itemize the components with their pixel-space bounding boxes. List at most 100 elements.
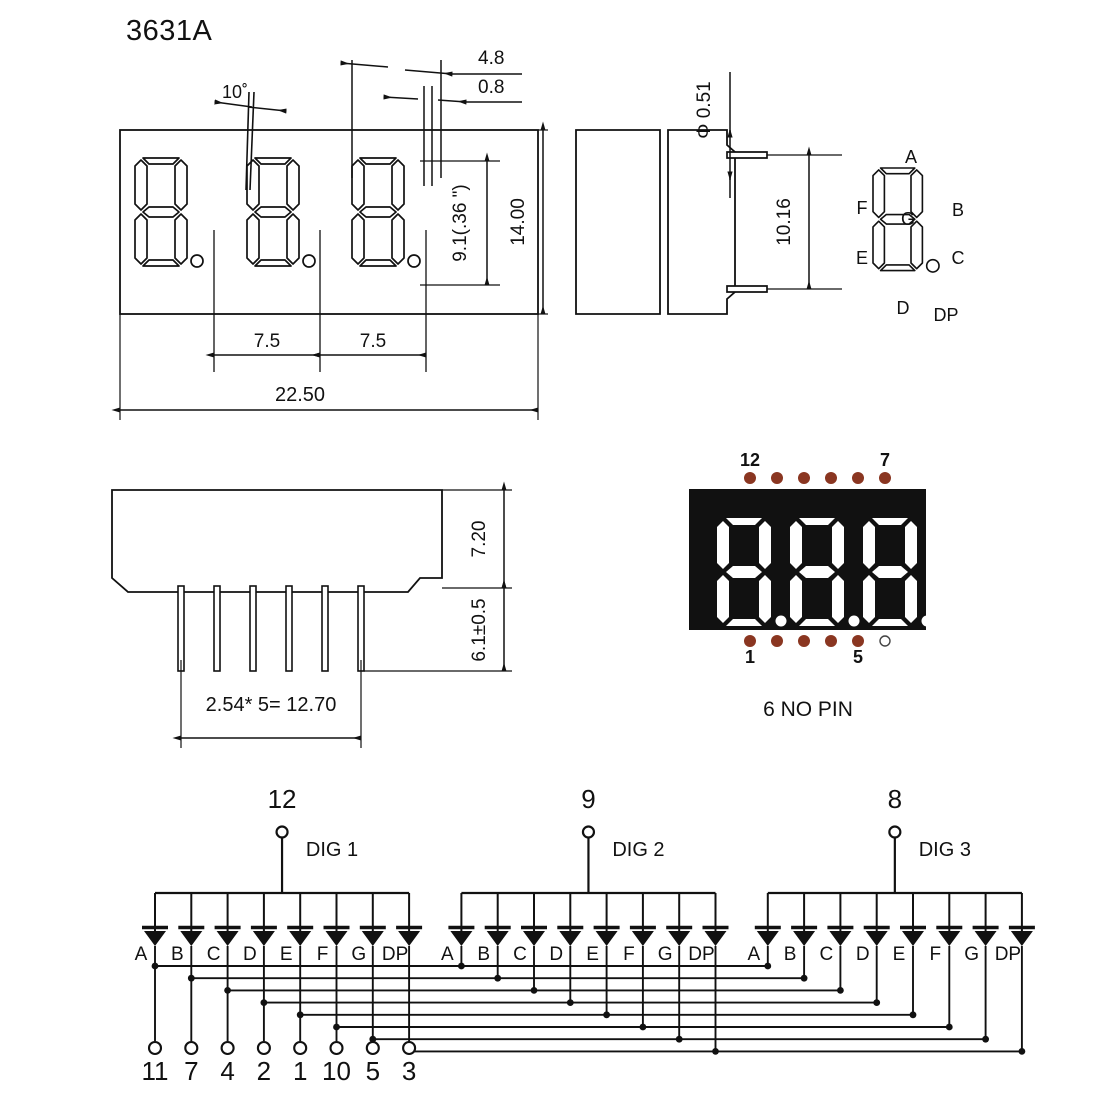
junction-dot-2-G [675, 1035, 683, 1043]
segment-label-1-D: D [243, 944, 257, 965]
segment-terminal-E[interactable] [293, 1040, 308, 1056]
segment-terminal-D[interactable] [256, 1040, 271, 1056]
pinout-pin-6-no-pin [879, 635, 891, 647]
segment-label-1-E: E [280, 944, 293, 965]
side-view-dim-pin-pitch: 2.54* 5= 12.70 [172, 660, 362, 748]
junction-dot-3-E [909, 1011, 917, 1019]
digit-label-1: DIG 1 [306, 839, 358, 861]
pinout-pin-8 [852, 472, 864, 484]
front-view: 10˚ 4.8 0.8 9.1(.36 ") [111, 48, 548, 420]
segment-label-g: G [901, 209, 915, 229]
segment-label-f: F [857, 198, 868, 218]
dim-pitch-2-label: 7.5 [360, 331, 386, 352]
schematic-digit-group-1 [154, 825, 411, 932]
segment-terminal-F[interactable] [329, 1040, 344, 1056]
dim-angle-label: 10˚ [222, 82, 248, 102]
segment-pin-number-DP: 3 [402, 1056, 416, 1086]
front-view-dim-body-height: 14.00 [508, 121, 548, 315]
digit-label-2: DIG 2 [612, 839, 664, 861]
front-view-dim-0p8: 0.8 [383, 77, 522, 186]
dim-thickness-label: 7.20 [469, 521, 490, 558]
segment-label-3-F: F [929, 944, 941, 965]
dim-10p16-label: 10.16 [774, 198, 795, 246]
dim-0p8-label: 0.8 [478, 77, 504, 98]
digit-common-pin-number-1: 12 [268, 784, 297, 814]
segment-label-3-C: C [820, 944, 834, 965]
junction-dot-2-F [639, 1023, 647, 1031]
segment-label-a: A [905, 147, 917, 167]
pinout-pin-7 [879, 472, 891, 484]
segment-bus-F [329, 946, 953, 1056]
digit-common-terminal-1[interactable] [275, 825, 289, 839]
segment-label-2-B: B [477, 944, 490, 965]
segment-bus-A [147, 946, 772, 1056]
side-view-bottom-body [111, 489, 443, 593]
dim-4p8-label: 4.8 [478, 48, 504, 69]
pinout-pin-3 [798, 635, 810, 647]
segment-label-1-A: A [135, 944, 148, 965]
pinout-bottom-pin-row [744, 635, 891, 647]
side-view-dim-pin-diameter: Φ 0.51 [694, 72, 733, 198]
junction-dot-2-C [530, 987, 538, 994]
pinout-photo: 12 7 1 5 6 NO PIN [689, 450, 933, 721]
dim-digit-height-label: 9.1(.36 ") [450, 184, 471, 262]
segment-label-b: B [952, 200, 964, 220]
pinout-pin-1 [744, 635, 756, 647]
segment-label-2-G: G [658, 944, 673, 965]
junction-dot-3-DP [1018, 1048, 1026, 1055]
dim-pin-pitch-label: 2.54* 5= 12.70 [206, 694, 337, 716]
junction-dot-2-B [494, 974, 502, 982]
front-view-dim-pitch: 7.5 7.5 [205, 331, 427, 358]
side-view-pin-bottom [726, 285, 768, 293]
segment-terminal-G[interactable] [365, 1040, 380, 1056]
segment-label-1-G: G [351, 944, 366, 965]
junction-dot-2-A [458, 962, 465, 970]
segment-terminal-DP[interactable] [402, 1040, 417, 1056]
segment-terminal-A[interactable] [147, 1040, 163, 1056]
dim-pin-diameter-label: Φ 0.51 [694, 81, 715, 138]
segment-pin-number-B: 7 [184, 1056, 198, 1086]
dim-body-height-label: 14.00 [508, 198, 529, 246]
front-view-dim-digit-height: 9.1(.36 ") [420, 152, 500, 286]
pinout-caption: 6 NO PIN [763, 698, 853, 721]
segment-label-3-G: G [964, 944, 979, 965]
schematic-digit-group-3 [766, 825, 1023, 932]
segment-bus-E [293, 946, 917, 1056]
junction-dot-3-G [982, 1035, 989, 1043]
segment-label-1-DP: DP [382, 944, 408, 965]
segment-label-1-C: C [207, 944, 221, 965]
segment-bus-C [220, 946, 844, 1056]
segment-terminal-C[interactable] [220, 1040, 235, 1056]
side-view-lens-block [667, 129, 736, 315]
segment-label-2-F: F [623, 944, 635, 965]
side-view-pin-2 [213, 585, 221, 672]
side-view-dim-thickness: 7.20 [442, 481, 512, 589]
segment-terminal-B[interactable] [184, 1040, 199, 1056]
digit-common-terminal-2[interactable] [581, 825, 596, 839]
segment-label-1-F: F [317, 944, 329, 965]
segment-pin-number-E: 1 [293, 1056, 307, 1086]
pinout-pin-10 [798, 472, 810, 484]
side-view-bottom: 7.20 6.1±0.5 2.54* 5= 12.70 [111, 481, 512, 748]
segment-pin-number-D: 2 [257, 1056, 271, 1086]
junction-dot-2-E [603, 1011, 610, 1019]
junction-dot-1-E [296, 1011, 304, 1019]
segment-label-2-C: C [513, 944, 527, 965]
digit-common-terminal-3[interactable] [888, 825, 902, 839]
junction-dot-2-D [566, 999, 574, 1006]
pinout-pin-11 [771, 472, 783, 484]
dim-overall-width-label: 22.50 [275, 384, 325, 406]
segment-label-3-B: B [784, 944, 797, 965]
segment-label-3-E: E [893, 944, 906, 965]
segment-pin-number-A: 11 [142, 1056, 169, 1086]
junction-dot-3-C [837, 987, 844, 994]
segment-pin-number-G: 5 [366, 1056, 380, 1086]
junction-dot-3-A [764, 962, 772, 970]
junction-dot-3-F [945, 1023, 953, 1031]
pinout-top-pin-row [744, 472, 891, 484]
digit-label-3: DIG 3 [919, 839, 971, 861]
side-view-left-block [575, 129, 661, 315]
segment-label-3-DP: DP [995, 944, 1021, 965]
dim-pin-length-label: 6.1±0.5 [469, 598, 490, 661]
